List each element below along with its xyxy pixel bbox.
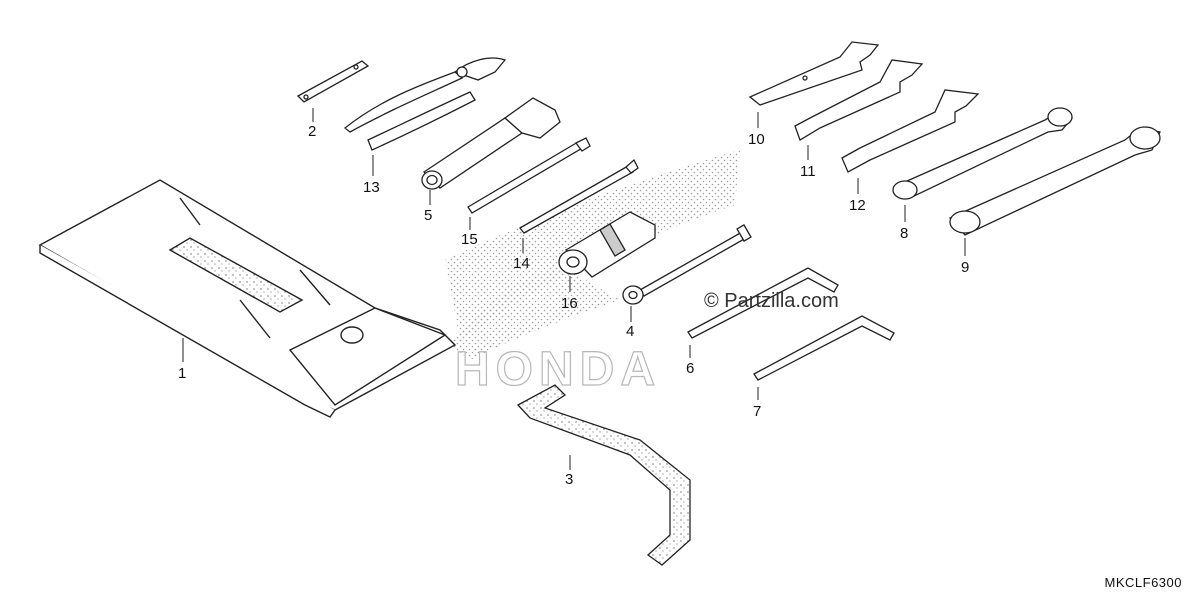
callout-11: 11	[800, 163, 816, 180]
part-11-wrench	[794, 59, 924, 160]
part-4-extension-bar	[622, 224, 752, 322]
part-5-socket-handle	[421, 97, 561, 205]
diagram-code: MKCLF6300	[1104, 575, 1182, 590]
part-13-pliers	[343, 57, 507, 176]
callout-10: 10	[748, 131, 765, 148]
watermark-text: © Partzilla.com	[704, 290, 839, 312]
part-1-tool-bag	[38, 179, 457, 418]
callout-15: 15	[461, 231, 478, 248]
callout-16: 16	[561, 295, 578, 312]
callout-5: 5	[424, 207, 433, 224]
part-10-wrench	[748, 41, 880, 128]
callout-9: 9	[961, 259, 970, 276]
part-12-wrench	[841, 89, 980, 194]
part-8-ring-wrench	[892, 107, 1073, 222]
callout-12: 12	[849, 197, 866, 214]
part-6-hex-key	[687, 267, 839, 358]
callout-2: 2	[308, 123, 317, 140]
part-2-spanner	[296, 60, 370, 122]
part-7-hex-key	[753, 315, 895, 400]
part-3-strap	[516, 384, 691, 566]
callout-7: 7	[753, 403, 762, 420]
callout-13: 13	[363, 179, 380, 196]
callout-1: 1	[178, 365, 187, 382]
part-15-screwdriver-bit	[467, 137, 591, 230]
part-16-screwdriver-handle	[558, 211, 656, 292]
callout-4: 4	[626, 323, 635, 340]
callout-3: 3	[565, 471, 574, 488]
part-9-ring-wrench	[948, 126, 1161, 256]
callout-14: 14	[513, 255, 530, 272]
callout-8: 8	[900, 225, 909, 242]
callout-6: 6	[686, 360, 695, 377]
part-14-screwdriver-bit	[519, 158, 639, 253]
